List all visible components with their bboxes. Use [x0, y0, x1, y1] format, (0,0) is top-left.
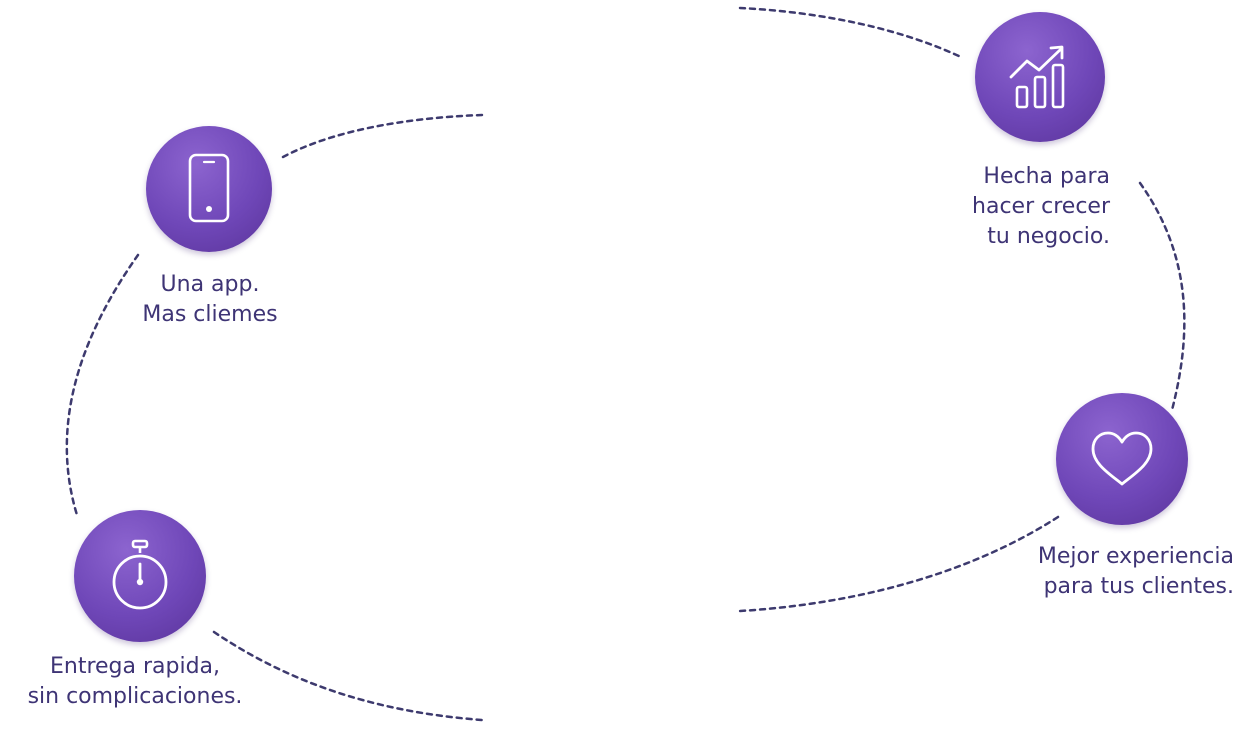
stopwatch-icon-circle	[74, 510, 206, 642]
growth-chart-icon-circle	[975, 12, 1105, 142]
connector-top-right	[738, 6, 965, 60]
node-one-app-line-1: Una app.	[160, 272, 260, 297]
node-growth-line-1: Hecha para	[983, 164, 1110, 189]
heart-icon	[1091, 431, 1153, 486]
node-growth-line-3: tu negocio.	[987, 224, 1110, 249]
node-growth-line-2: hacer crecer	[972, 194, 1110, 219]
smartphone-icon-circle	[146, 126, 272, 252]
connector-right	[1138, 181, 1186, 412]
node-one-app-line-2: Mas cliemes	[142, 302, 278, 327]
node-delivery-label: Entrega rapida, sin complicaciones.	[0, 652, 270, 712]
node-experience-label: Mejor experiencia para tus clientes.	[990, 542, 1234, 602]
connector-left	[65, 253, 140, 517]
heart-icon-circle	[1056, 393, 1188, 525]
node-one-app-label: Una app. Mas cliemes	[110, 270, 310, 330]
node-experience-line-1: Mejor experiencia	[1037, 544, 1234, 569]
node-delivery-line-1: Entrega rapida,	[49, 654, 221, 679]
node-delivery-line-2: sin complicaciones.	[27, 684, 243, 709]
growth-chart-icon	[1009, 45, 1065, 109]
connector-bottom-right	[738, 515, 1060, 613]
stopwatch-icon	[112, 539, 168, 610]
node-experience-line-2: para tus clientes.	[1043, 574, 1234, 599]
connector-top-left	[281, 113, 484, 159]
smartphone-icon	[188, 153, 230, 223]
node-growth-label: Hecha para hacer crecer tu negocio.	[900, 162, 1110, 252]
connector-bottom-left	[212, 630, 484, 722]
